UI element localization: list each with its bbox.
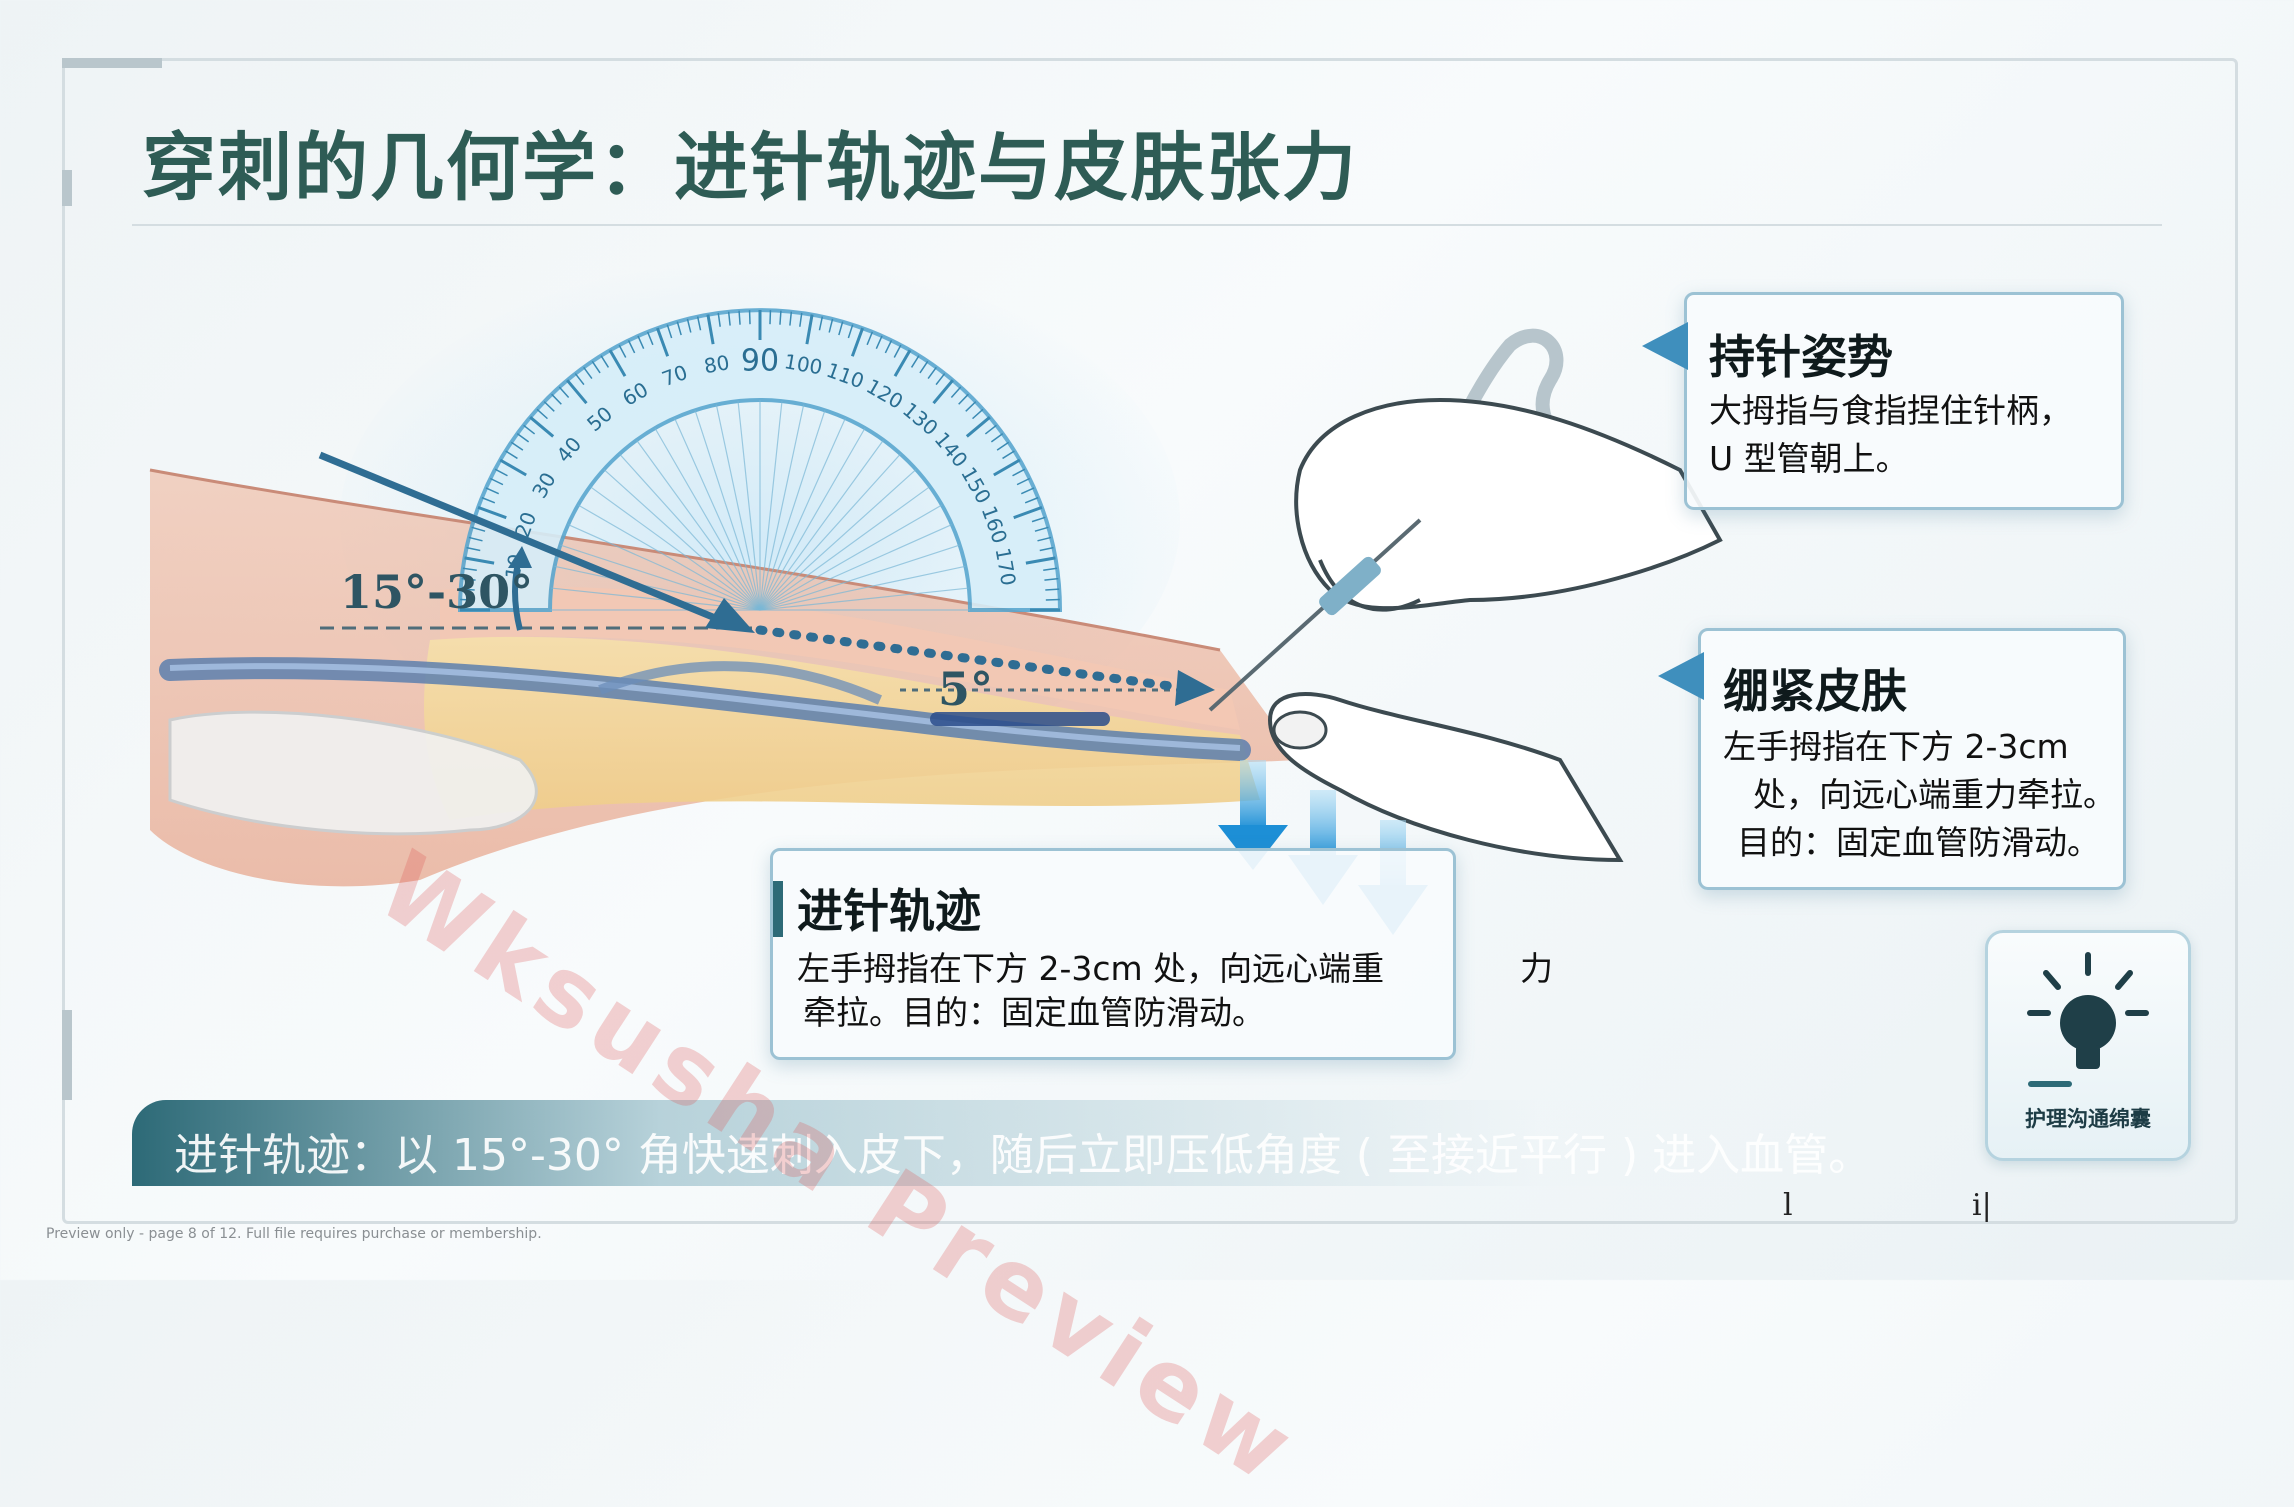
nursing-tips-badge: 护理沟通绵囊 bbox=[1985, 930, 2191, 1161]
callout-body-line: 左手拇指在下方 2-3cm 处，向远心端重 bbox=[797, 945, 1384, 993]
badge-label: 护理沟通绵囊 bbox=[1988, 1103, 2188, 1133]
callout-overflow-text: 力 bbox=[1520, 942, 1553, 990]
callout-accent-bar bbox=[773, 881, 783, 937]
callout-body-line: U 型管朝上。 bbox=[1709, 435, 1909, 483]
callout-body-line: 牵拉。目的：固定血管防滑动。 bbox=[803, 989, 1265, 1037]
protractor-tick bbox=[780, 311, 781, 325]
protractor-label: 80 bbox=[702, 350, 731, 378]
callout-skin-tension: 绷紧皮肤 左手拇指在下方 2-3cm 处，向远心端重力牵拉。 目的：固定血管防滑… bbox=[1698, 628, 2126, 890]
shallow-angle-label: 5° bbox=[938, 662, 993, 716]
callout-pointer bbox=[1658, 652, 1704, 700]
right-hand bbox=[1210, 336, 1720, 710]
callout-title: 持针姿势 bbox=[1709, 321, 1893, 387]
callout-title: 绷紧皮肤 bbox=[1723, 655, 1907, 721]
stray-mark: i| bbox=[1972, 1188, 1992, 1223]
callout-body-line: 处，向远心端重力牵拉。 bbox=[1753, 771, 2116, 819]
callout-title: 进针轨迹 bbox=[797, 875, 981, 941]
angle-label: 15°-30° bbox=[340, 565, 533, 619]
protractor-tick bbox=[739, 311, 740, 325]
callout-body-line: 目的：固定血管防滑动。 bbox=[1737, 819, 2100, 867]
callout-body-line: 左手拇指在下方 2-3cm bbox=[1723, 723, 2069, 771]
callout-needle-grip: 持针姿势 大拇指与食指捏住针柄， U 型管朝上。 bbox=[1684, 292, 2124, 510]
lightbulb-icon bbox=[1988, 933, 2188, 1093]
callout-pointer bbox=[1642, 322, 1688, 370]
stray-mark: l bbox=[1783, 1188, 1793, 1223]
protractor-tick bbox=[1045, 589, 1059, 590]
callout-needle-trajectory: 进针轨迹 左手拇指在下方 2-3cm 处，向远心端重 牵拉。目的：固定血管防滑动… bbox=[770, 848, 1456, 1060]
callout-body-line: 大拇指与食指捏住针柄， bbox=[1709, 387, 2072, 435]
protractor-label: 90 bbox=[741, 344, 779, 379]
summary-text: 进针轨迹：以 15°-30° 角快速刺入皮下，随后立即压低角度 ( 至接近平行 … bbox=[174, 1119, 1872, 1183]
preview-footer-note: Preview only - page 8 of 12. Full file r… bbox=[46, 1226, 542, 1242]
